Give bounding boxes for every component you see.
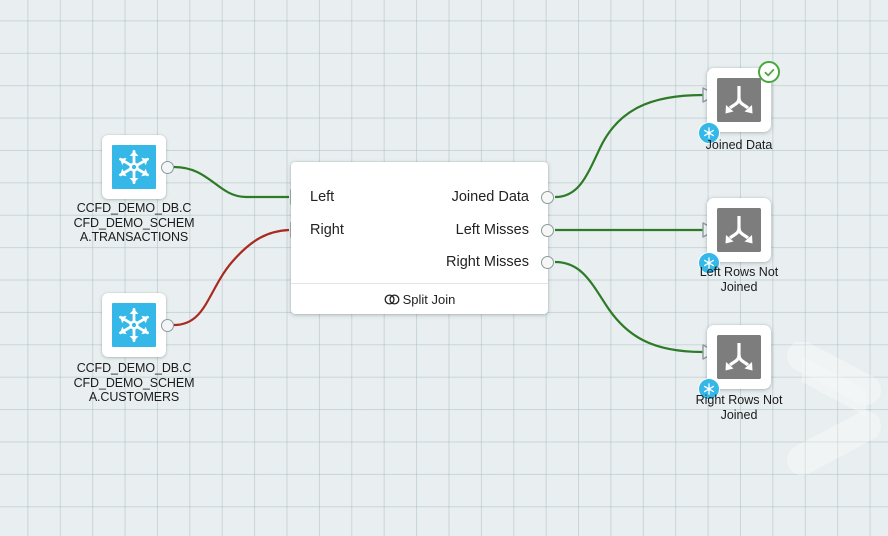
split-join-footer-label: Split Join [402, 291, 456, 307]
snowflake-icon [112, 303, 156, 347]
destination-node-box[interactable] [707, 68, 771, 132]
source-node-box[interactable] [102, 135, 166, 199]
destination-node-box[interactable] [707, 198, 771, 262]
snowflake-badge-icon [698, 122, 720, 144]
success-check-icon [758, 61, 780, 83]
split-join-footer[interactable]: Split Join [291, 283, 548, 314]
destination-node-label: Right Rows Not Joined [679, 393, 799, 422]
watermark-decoration [787, 342, 881, 475]
source-output-port[interactable] [161, 161, 174, 174]
caption-line: CFD_DEMO_SCHEM [73, 215, 195, 230]
destination-node-box[interactable] [707, 325, 771, 389]
split-join-body: Left Right Joined Data Left Misses Right… [291, 162, 548, 284]
caption-line: Right Rows Not [695, 393, 783, 407]
output-port-label-right-misses[interactable]: Right Misses [446, 254, 529, 270]
input-port-label-left[interactable]: Left [310, 189, 335, 205]
split-arrows-icon [717, 208, 761, 252]
edge-transactions-left [173, 165, 289, 199]
source-node-label: CCFD_DEMO_DB.C CFD_DEMO_SCHEM A.TRANSACT… [59, 201, 209, 245]
output-port-right-misses[interactable] [541, 256, 554, 269]
source-output-port[interactable] [161, 319, 174, 332]
split-join-node[interactable]: Left Right Joined Data Left Misses Right… [291, 162, 548, 314]
output-port-label-joined-data[interactable]: Joined Data [451, 189, 529, 205]
destination-node-label: Joined Data [679, 138, 799, 153]
split-join-icon [384, 293, 400, 305]
caption-line: Joined Data [705, 138, 773, 152]
split-arrows-icon [717, 78, 761, 122]
caption-line: Joined [720, 407, 758, 422]
caption-line: CCFD_DEMO_DB.C [76, 201, 192, 215]
destination-node-label: Left Rows Not Joined [679, 265, 799, 294]
caption-line: Joined [720, 279, 758, 294]
output-port-joined-data[interactable] [541, 191, 554, 204]
caption-line: A.CUSTOMERS [88, 390, 180, 405]
snowflake-icon [112, 145, 156, 189]
output-port-label-left-misses[interactable]: Left Misses [455, 222, 529, 238]
output-port-left-misses[interactable] [541, 224, 554, 237]
source-node-box[interactable] [102, 293, 166, 357]
caption-line: Left Rows Not [699, 265, 779, 279]
snowflake-badge-icon [698, 378, 720, 400]
caption-line: CCFD_DEMO_DB.C [76, 361, 192, 375]
split-arrows-icon [717, 335, 761, 379]
snowflake-badge-icon [698, 252, 720, 274]
caption-line: A.TRANSACTIONS [79, 230, 189, 245]
input-port-label-right[interactable]: Right [310, 222, 344, 238]
caption-line: CFD_DEMO_SCHEM [73, 375, 195, 390]
source-node-label: CCFD_DEMO_DB.C CFD_DEMO_SCHEM A.CUSTOMER… [59, 361, 209, 405]
